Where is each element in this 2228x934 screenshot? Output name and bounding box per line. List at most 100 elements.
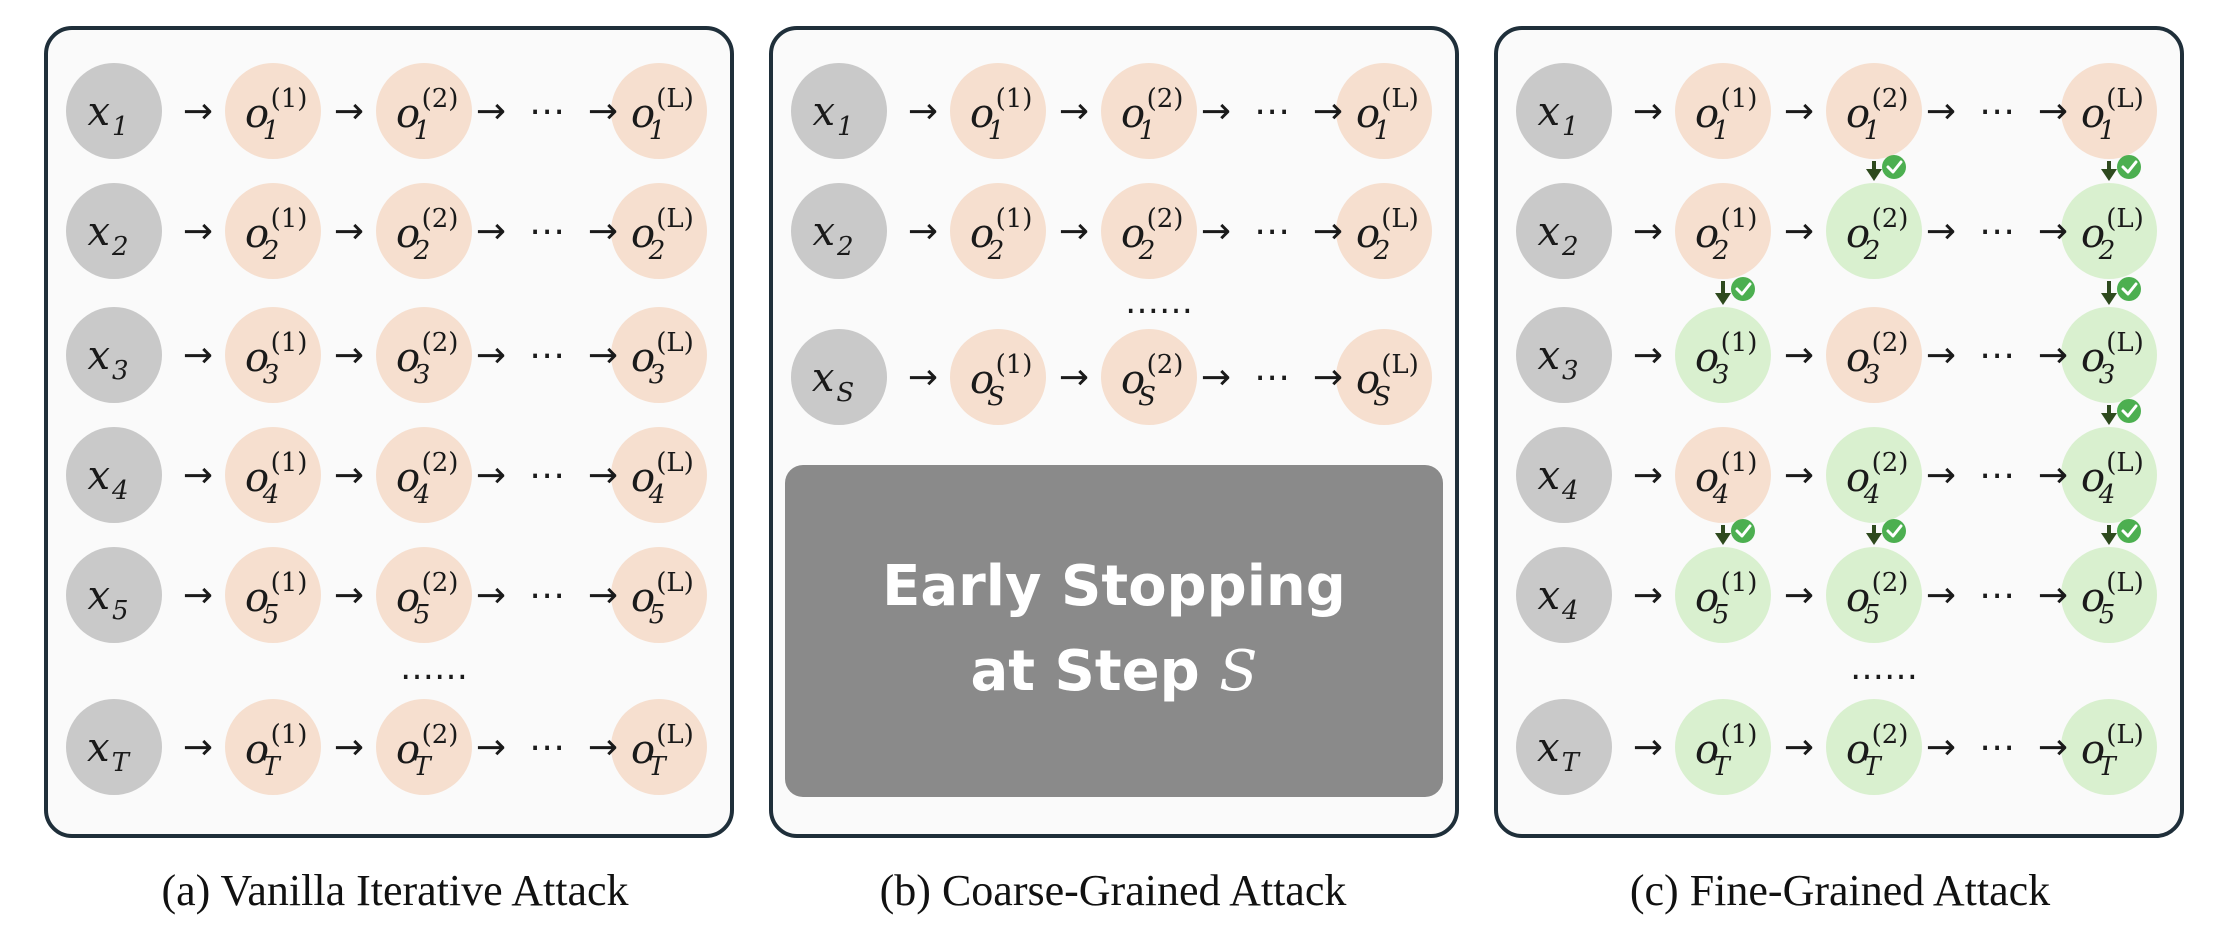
output-node	[1826, 63, 1922, 159]
output-node	[950, 183, 1046, 279]
sample-subscript: 4	[413, 480, 431, 510]
success-transition	[2101, 277, 2141, 305]
arrow-icon: →	[1313, 91, 1343, 132]
step-superscript: (L)	[656, 448, 694, 478]
output-node-label: o	[1695, 727, 1719, 773]
step-superscript: (L)	[1381, 350, 1419, 380]
arrow-icon: →	[1633, 575, 1663, 616]
output-node	[376, 63, 472, 159]
success-node	[2061, 699, 2157, 795]
step-superscript: (1)	[1721, 448, 1758, 478]
success-node	[2061, 183, 2157, 279]
arrow-icon: →	[1784, 455, 1814, 496]
sample-subscript: T	[413, 752, 432, 782]
step-superscript: (1)	[271, 328, 308, 358]
success-node	[1826, 547, 1922, 643]
arrow-icon: →	[1059, 91, 1089, 132]
down-arrowhead-icon	[1866, 169, 1882, 181]
check-mark-icon	[1886, 524, 1903, 538]
step-superscript: (L)	[656, 204, 694, 234]
check-icon	[1882, 155, 1906, 179]
output-node	[1336, 183, 1432, 279]
output-node	[1675, 183, 1771, 279]
arrow-icon: →	[588, 575, 618, 616]
output-node	[1675, 427, 1771, 523]
sample-subscript: 2	[2098, 236, 2116, 266]
sample-subscript: 1	[414, 116, 431, 146]
arrow-icon: →	[1784, 335, 1814, 376]
arrow-icon: →	[1633, 335, 1663, 376]
check-icon	[2117, 277, 2141, 301]
sample-subscript: 4	[648, 480, 666, 510]
check-icon	[1882, 519, 1906, 543]
check-icon	[1731, 519, 1755, 543]
output-node-label: o	[1695, 211, 1719, 257]
arrow-icon: →	[588, 727, 618, 768]
output-node-label: o	[396, 91, 420, 137]
sample-subscript: 1	[2099, 116, 2116, 146]
output-node	[611, 307, 707, 403]
output-node-label: o	[245, 727, 269, 773]
input-node	[1516, 63, 1612, 159]
input-node-label: x3	[87, 333, 128, 386]
input-node	[1516, 427, 1612, 523]
success-node	[2061, 307, 2157, 403]
sample-subscript: 5	[649, 600, 666, 630]
arrow-icon: →	[2038, 211, 2068, 252]
arrow-icon: →	[2038, 91, 2068, 132]
output-node	[1336, 63, 1432, 159]
arrow-icon: →	[588, 91, 618, 132]
arrow-icon: →	[476, 727, 506, 768]
step-superscript: (1)	[1721, 204, 1758, 234]
sample-subscript: 2	[1863, 236, 1881, 266]
step-superscript: (1)	[1721, 568, 1758, 598]
output-node	[225, 427, 321, 523]
input-node	[66, 183, 162, 279]
step-superscript: (L)	[2106, 568, 2144, 598]
arrow-icon: →	[1633, 211, 1663, 252]
output-node-label: o	[631, 727, 655, 773]
arrow-icon: →	[1059, 211, 1089, 252]
sample-subscript: 4	[2098, 480, 2116, 510]
input-node	[791, 329, 887, 425]
arrow-icon: →	[1201, 91, 1231, 132]
step-superscript: (L)	[656, 568, 694, 598]
sample-subscript: 1	[263, 116, 280, 146]
output-node-label: o	[1121, 357, 1145, 403]
sample-subscript: 1	[1374, 116, 1391, 146]
step-superscript: (L)	[1381, 84, 1419, 114]
arrow-icon: →	[1633, 727, 1663, 768]
check-mark-icon	[2121, 524, 2138, 538]
sample-subscript: 2	[987, 236, 1005, 266]
sample-subscript: 5	[1864, 600, 1881, 630]
output-node	[950, 329, 1046, 425]
output-node	[611, 183, 707, 279]
arrow-icon: →	[1633, 455, 1663, 496]
dots-ellipsis: ⋯	[1979, 575, 2015, 616]
output-node-label: o	[631, 211, 655, 257]
arrow-icon: →	[908, 91, 938, 132]
arrow-icon: →	[334, 727, 364, 768]
step-superscript: (2)	[422, 568, 459, 598]
sample-subscript: T	[2098, 752, 2117, 782]
down-arrowhead-icon	[1866, 533, 1882, 545]
output-node-label: o	[631, 335, 655, 381]
success-node	[1675, 547, 1771, 643]
input-node	[66, 307, 162, 403]
input-node-label: x4	[1537, 453, 1578, 506]
output-node	[1101, 183, 1197, 279]
dots-ellipsis: ⋯	[529, 575, 565, 616]
arrow-icon: →	[183, 91, 213, 132]
success-transition	[2101, 399, 2141, 425]
output-node	[1826, 307, 1922, 403]
step-superscript: (1)	[996, 84, 1033, 114]
arrow-icon: →	[1784, 575, 1814, 616]
output-node	[611, 427, 707, 523]
output-node	[1675, 63, 1771, 159]
down-arrowhead-icon	[1715, 533, 1731, 545]
output-node-label: o	[2081, 727, 2105, 773]
